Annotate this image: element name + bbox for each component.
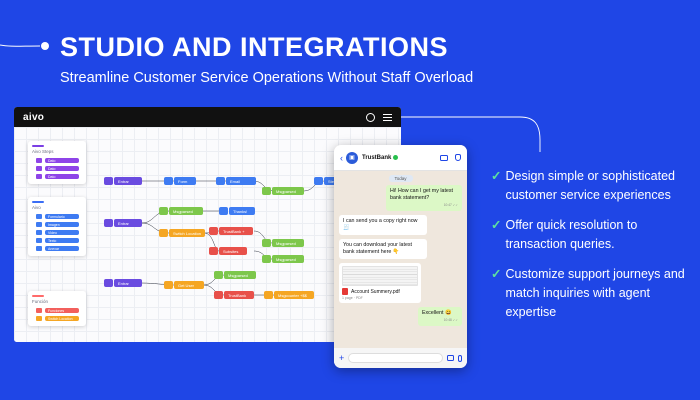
step-chip[interactable]: Dato (36, 158, 82, 163)
studio-top-bar: aivo (14, 107, 401, 127)
panel-funcion: Función Funciones Switch Location (28, 291, 86, 326)
feature-item: ✓ Offer quick resolution to transaction … (491, 216, 696, 254)
message-input[interactable] (348, 353, 443, 363)
feature-list: ✓ Design simple or sophisticated custome… (491, 167, 696, 333)
chat-bubble-outgoing: Excellent 😀 10:48 ✓✓ (418, 307, 462, 326)
day-divider: Today (388, 175, 413, 182)
chat-bubble-incoming: You can download your latest bank statem… (339, 238, 427, 260)
microphone-icon[interactable] (458, 354, 462, 362)
step-chip[interactable]: Video (36, 230, 82, 235)
flow-node[interactable]: TrustBank + (209, 227, 253, 235)
page-title: STUDIO AND INTEGRATIONS (60, 32, 448, 62)
flow-node[interactable]: Msgparsed (262, 255, 304, 263)
panel-aivo: Aivo Formulario Imagen Video Texto Anexa… (28, 197, 86, 256)
feature-item: ✓ Design simple or sophisticated custome… (491, 167, 696, 205)
connector-dot (41, 42, 49, 50)
flow-node[interactable]: Msgparsed (262, 187, 304, 195)
flow-node[interactable]: Entrar (104, 177, 142, 185)
verified-badge-icon (393, 155, 399, 160)
pdf-attachment[interactable]: Account Summery.pdf 1 page · PDF (339, 263, 421, 304)
bank-avatar: ▣ (346, 151, 358, 164)
flow-node[interactable]: TrustBank (214, 291, 254, 299)
brand-logo: aivo (23, 111, 45, 123)
flow-node[interactable]: Entrar (104, 219, 142, 227)
pdf-file-icon (342, 288, 348, 296)
step-chip[interactable]: Texto (36, 238, 82, 243)
flow-node[interactable]: Subsites (209, 247, 247, 255)
flow-node[interactable]: Email (216, 177, 256, 185)
document-preview (342, 266, 418, 287)
plus-icon[interactable]: + (339, 353, 345, 363)
flow-node[interactable]: Msgcounter +$$ (264, 291, 314, 299)
flow-node[interactable]: Get User (164, 281, 204, 289)
chat-messages: Today Hi! How can I get my latest bank s… (334, 171, 467, 348)
flow-node[interactable]: Thanks! (219, 207, 255, 215)
step-chip[interactable]: Switch Location (36, 316, 82, 321)
step-chip[interactable]: Dato (36, 166, 82, 171)
chat-header: ‹ ▣ TrustBank (334, 145, 467, 171)
check-icon: ✓ (491, 169, 502, 183)
chat-bubble-outgoing: Hi! How can I get my latest bank stateme… (386, 185, 462, 211)
chat-bubble-incoming: I can send you a copy right now 🧾 (339, 214, 427, 235)
step-chip[interactable]: Anexar (36, 246, 82, 251)
flow-node[interactable]: Form (164, 177, 196, 185)
menu-icon[interactable] (383, 113, 392, 121)
phone-chat-window: ‹ ▣ TrustBank Today Hi! How can I get my… (334, 145, 467, 368)
panel-title: Aivo (32, 205, 41, 210)
panel-title: Función (32, 299, 49, 304)
check-icon: ✓ (491, 267, 502, 281)
document-name: Account Summery.pdf (351, 288, 400, 295)
step-chip[interactable]: Imagen (36, 222, 82, 227)
panel-title: Aivo Steps (32, 149, 54, 154)
flow-node[interactable]: Msgparsed (159, 207, 203, 215)
contact-name: TrustBank (362, 154, 392, 161)
flow-node[interactable]: Switch Location (159, 229, 205, 237)
step-chip[interactable]: Funciones (36, 308, 82, 313)
panel-aivo-steps: Aivo Steps Dato Dato Dato (28, 141, 86, 184)
flow-node[interactable]: Msgparsed (262, 239, 304, 247)
document-meta: 1 page · PDF (342, 296, 363, 301)
camera-icon[interactable] (447, 355, 454, 361)
flow-node[interactable]: Msgparsed (214, 271, 256, 279)
step-chip[interactable]: Formulario (36, 214, 82, 219)
video-call-icon[interactable] (440, 154, 448, 161)
chat-input-bar: + (334, 348, 467, 368)
step-chip[interactable]: Dato (36, 174, 82, 179)
phone-call-icon[interactable] (455, 154, 461, 161)
back-chevron-icon[interactable]: ‹ (340, 152, 343, 163)
flow-node[interactable]: Entrar (104, 279, 142, 287)
check-icon: ✓ (491, 218, 502, 232)
feature-item: ✓ Customize support journeys and match i… (491, 265, 696, 322)
user-icon[interactable] (366, 112, 375, 122)
page-subtitle: Streamline Customer Service Operations W… (60, 70, 474, 86)
flow-canvas[interactable]: Aivo Steps Dato Dato Dato Aivo Formulari… (14, 127, 401, 342)
